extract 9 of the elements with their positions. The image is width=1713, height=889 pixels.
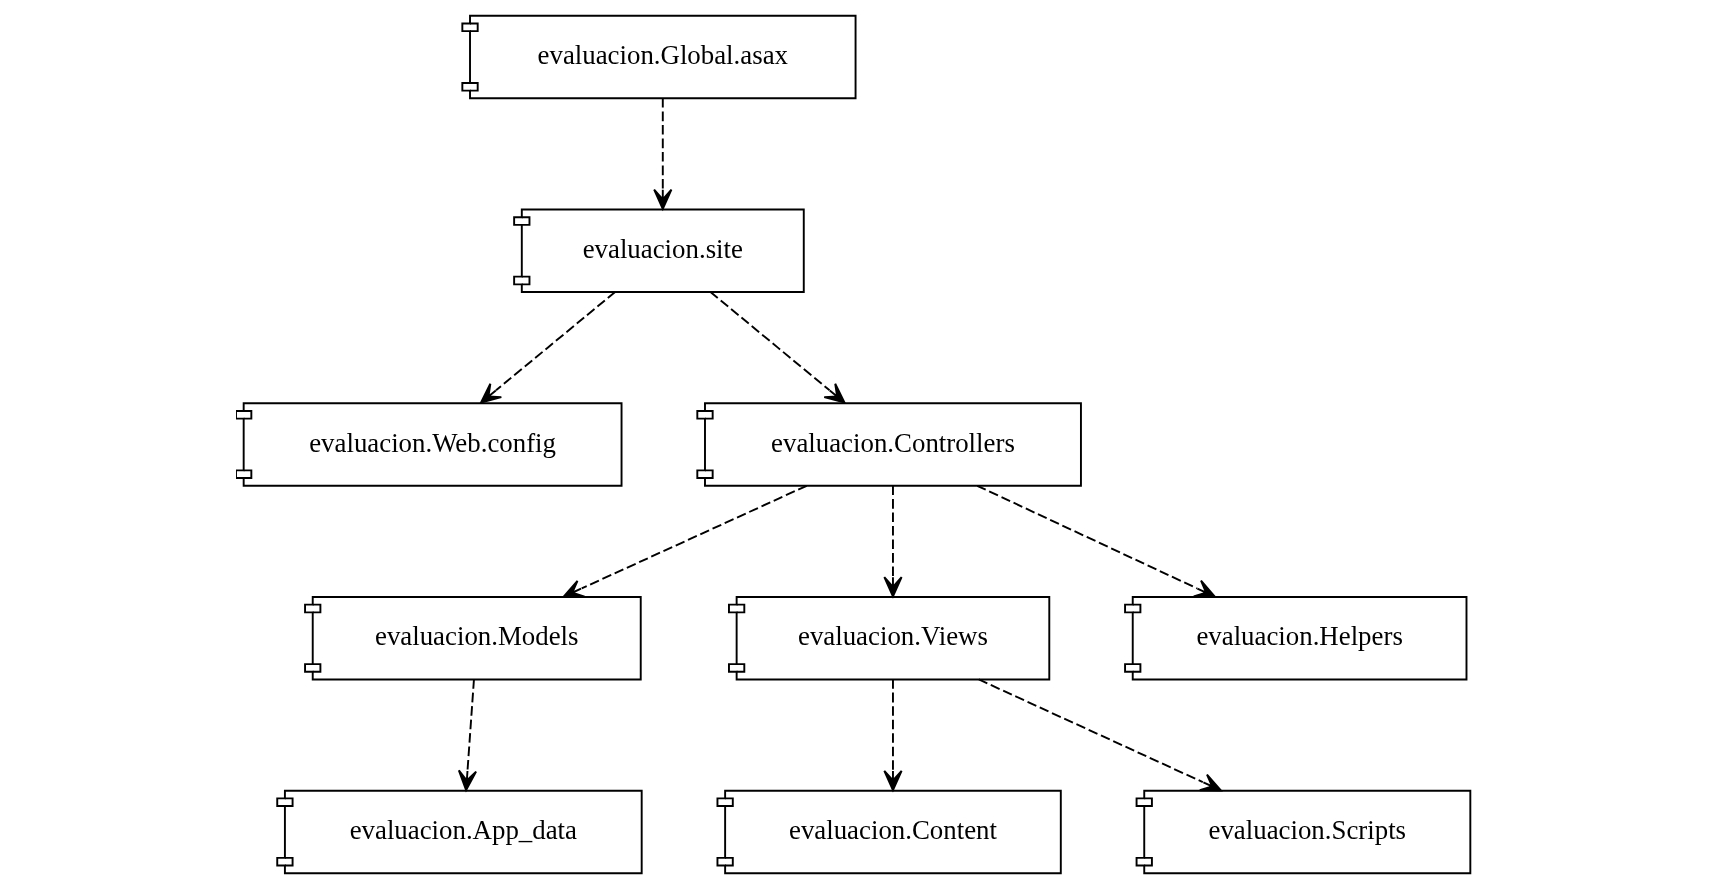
arrow	[882, 678, 903, 792]
arrow	[975, 484, 1216, 598]
arrow	[709, 291, 845, 404]
arrow	[882, 484, 903, 598]
arrow	[977, 678, 1222, 792]
arrow	[562, 484, 808, 598]
arrow	[457, 678, 477, 792]
arrow	[652, 97, 672, 210]
arrow	[479, 291, 616, 404]
